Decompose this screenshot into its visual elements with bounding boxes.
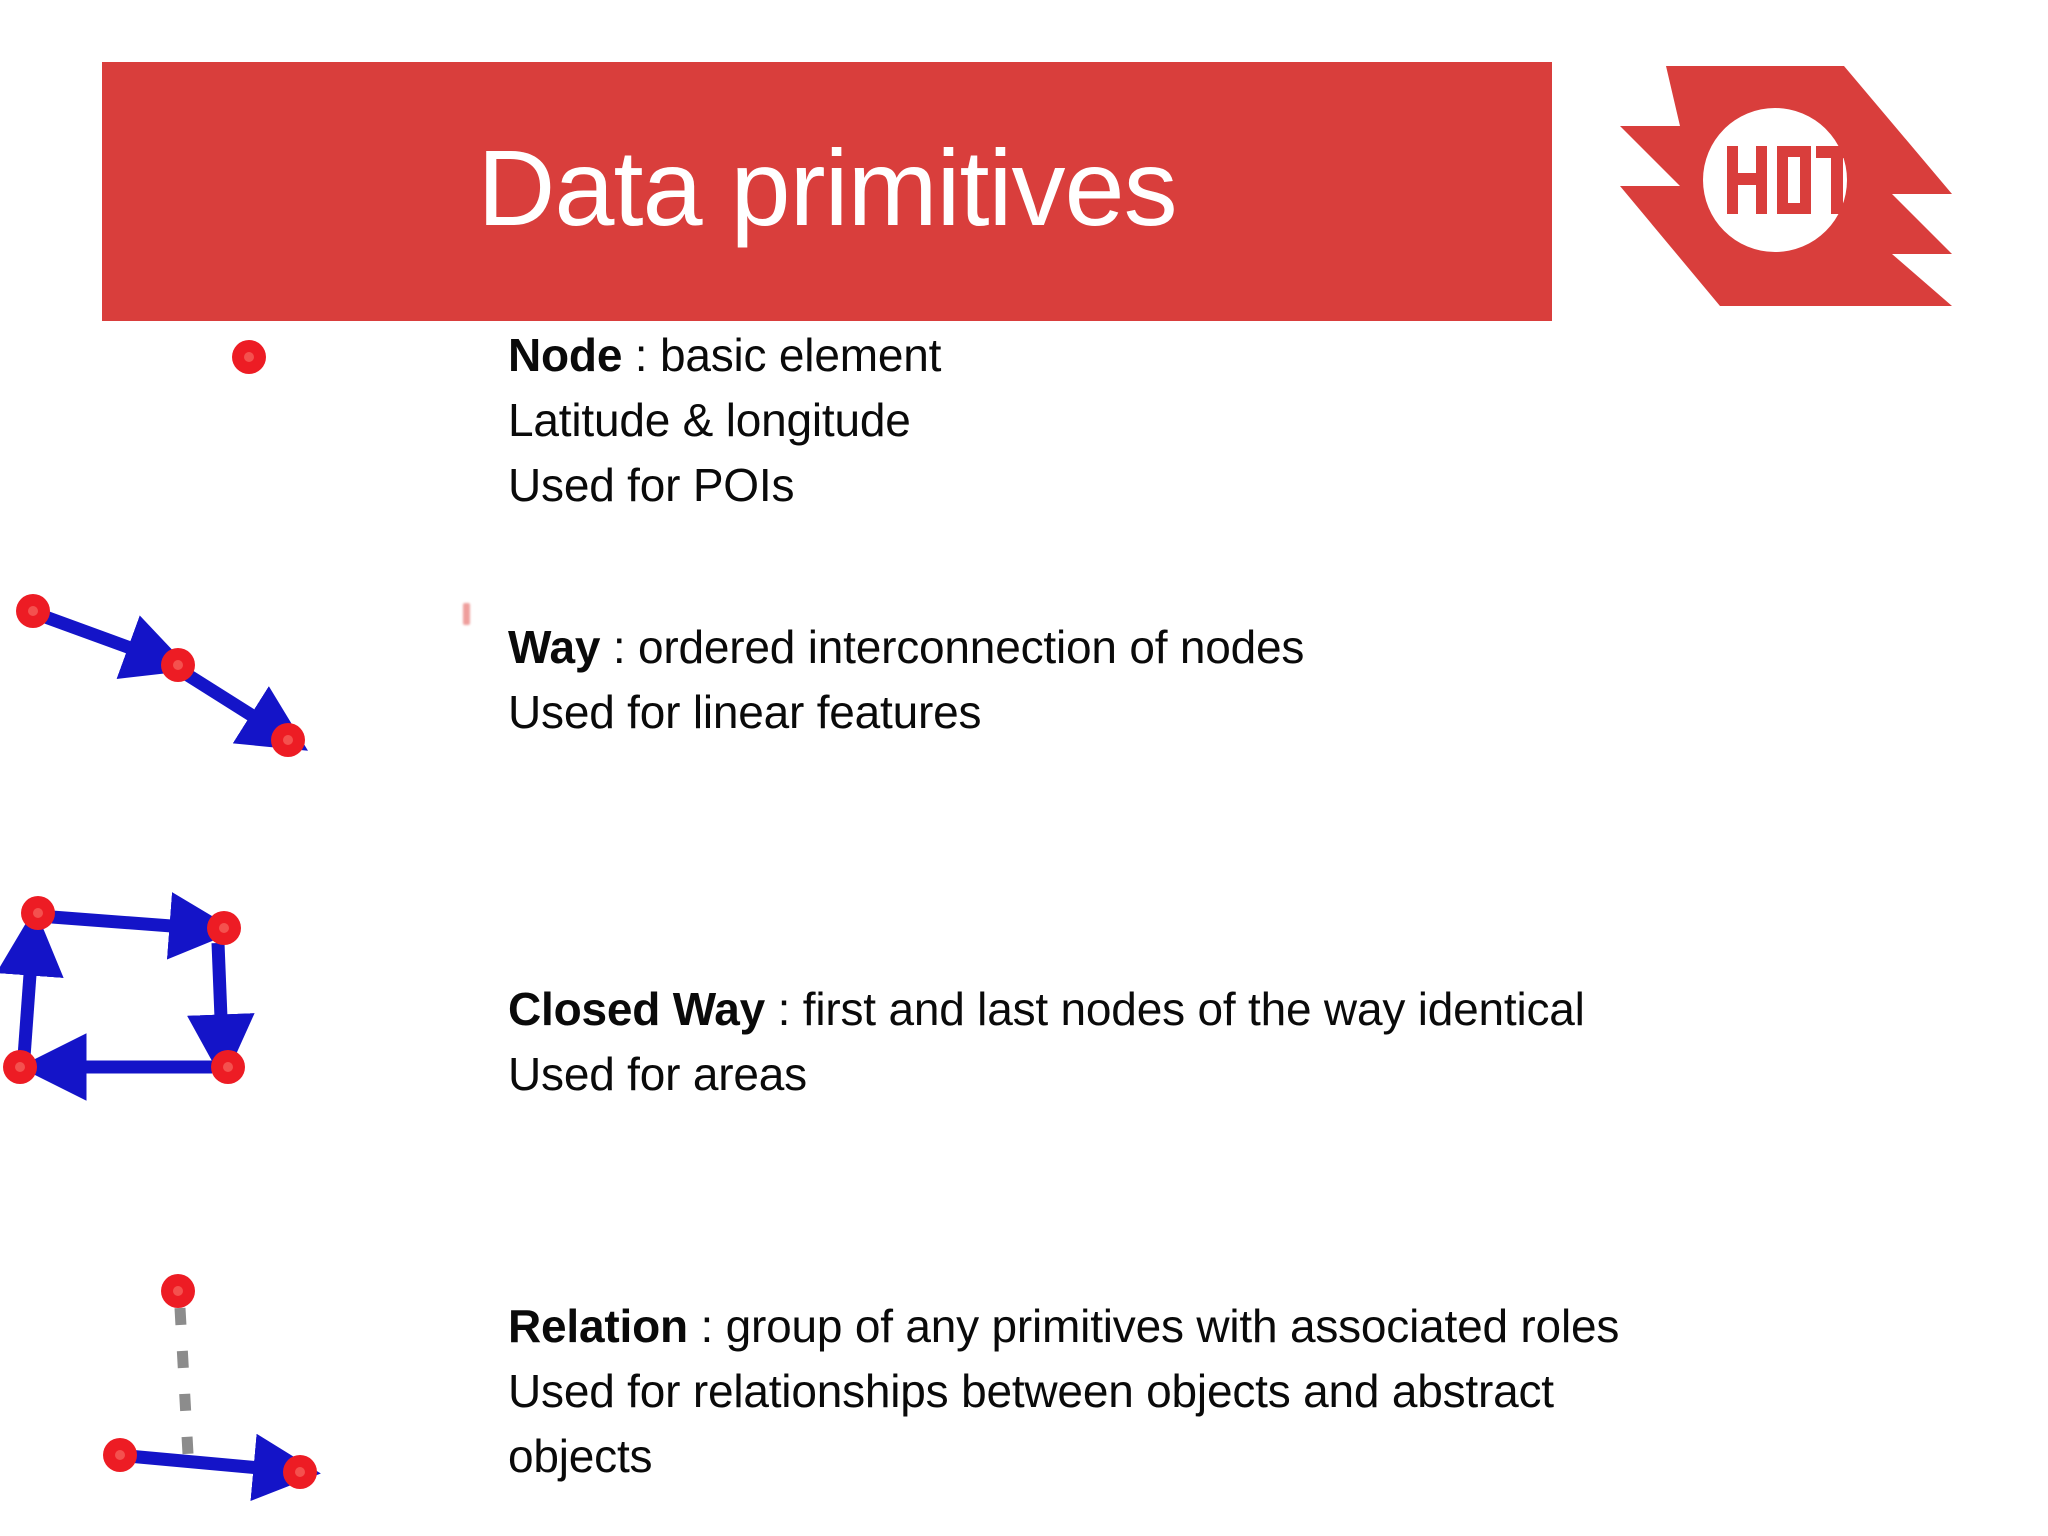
relation-diagram xyxy=(0,1270,500,1536)
way-node-1-highlight xyxy=(28,606,38,616)
closed-way-line-2: Used for areas xyxy=(508,1048,807,1100)
closed-way-node-bl-highlight xyxy=(15,1062,25,1072)
slide-title-bar: Data primitives xyxy=(102,62,1552,321)
closed-way-edge-left xyxy=(0,908,64,1058)
node-term: Node xyxy=(508,329,623,381)
closed-way-description: Closed Way : first and last nodes of the… xyxy=(508,977,2008,1107)
relation-definition: : group of any primitives with associate… xyxy=(687,1300,1620,1352)
primitive-row-way: Way : ordered interconnection of nodes U… xyxy=(0,585,2048,815)
way-node-3-highlight xyxy=(283,735,293,745)
closed-way-line-1: Closed Way : first and last nodes of the… xyxy=(508,977,2008,1042)
closed-way-term: Closed Way xyxy=(508,983,766,1035)
relation-node-left-highlight xyxy=(115,1450,125,1460)
way-description: Way : ordered interconnection of nodes U… xyxy=(508,615,2008,745)
way-segment-2 xyxy=(171,661,308,751)
relation-line-3: objects xyxy=(508,1430,653,1482)
closed-way-node-tl-highlight xyxy=(33,908,43,918)
relation-line-2: Used for relationships between objects a… xyxy=(508,1365,1554,1417)
closed-way-edge-top xyxy=(51,892,237,960)
relation-node-right-highlight xyxy=(295,1467,305,1477)
primitive-row-closed-way: Closed Way : first and last nodes of the… xyxy=(0,892,2048,1185)
way-line-2: Used for linear features xyxy=(508,686,982,738)
node-line-1: Node : basic element xyxy=(508,323,2008,388)
node-line-3: Used for POIs xyxy=(508,459,795,511)
map-node-dot-highlight xyxy=(244,352,254,362)
relation-node-top-highlight xyxy=(173,1286,183,1296)
node-line-2: Latitude & longitude xyxy=(508,394,911,446)
closed-way-edge-right xyxy=(187,942,255,1082)
relation-line-1: Relation : group of any primitives with … xyxy=(508,1294,2008,1359)
way-node-2-highlight xyxy=(173,660,183,670)
closed-way-diagram xyxy=(0,892,500,1185)
primitive-row-relation: Relation : group of any primitives with … xyxy=(0,1270,2048,1536)
way-term: Way xyxy=(508,621,601,673)
closed-way-definition: : first and last nodes of the way identi… xyxy=(765,983,1585,1035)
relation-dashed-connector xyxy=(174,1307,194,1455)
closed-way-node-br-highlight xyxy=(223,1062,233,1072)
hot-logo-wordmark xyxy=(1727,146,1858,214)
node-description: Node : basic element Latitude & longitud… xyxy=(508,323,2008,518)
closed-way-node-tr-highlight xyxy=(219,923,229,933)
node-diagram xyxy=(0,325,500,545)
page-title: Data primitives xyxy=(477,126,1177,248)
way-segment-1 xyxy=(37,608,192,679)
node-definition: : basic element xyxy=(622,329,942,381)
way-definition: : ordered interconnection of nodes xyxy=(600,621,1305,673)
relation-term: Relation xyxy=(508,1300,688,1352)
hot-logo-circle xyxy=(1703,108,1847,252)
relation-description: Relation : group of any primitives with … xyxy=(508,1294,2008,1489)
primitive-row-node: Node : basic element Latitude & longitud… xyxy=(0,325,2048,545)
hot-logo xyxy=(1600,58,2000,308)
relation-way-arrow xyxy=(127,1433,321,1502)
way-diagram xyxy=(0,585,500,815)
artifact-speck xyxy=(463,603,470,625)
way-line-1: Way : ordered interconnection of nodes xyxy=(508,615,2008,680)
